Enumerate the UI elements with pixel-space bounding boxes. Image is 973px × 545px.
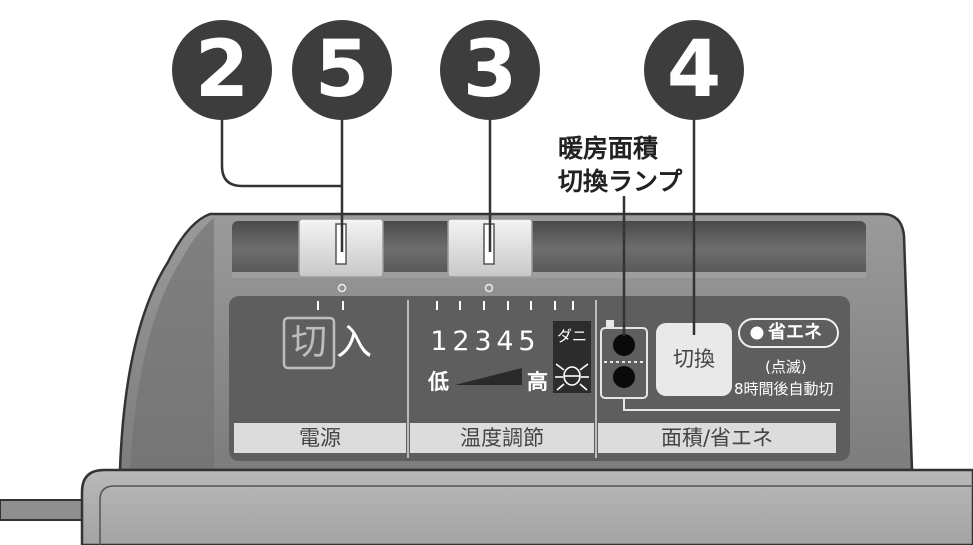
callout-3: 3 [440,20,540,120]
lamp-caption-line2: 切換ランプ [558,167,683,196]
blink-note: (点滅) [765,358,807,376]
callout-5: 5 [292,20,392,120]
power-cord [0,499,83,521]
area-lamp-top [613,334,635,356]
power-off-label: 切 [290,322,327,363]
area-switch-button[interactable] [656,323,732,396]
device-tray [80,468,973,545]
power-off-box [282,316,336,370]
eco-badge [738,318,839,348]
temperature-level-4: 4 [496,326,514,357]
auto-off-note: 8時間後自動切 [734,380,834,398]
mite-label: ダニ [556,327,587,345]
temperature-level-2: 2 [452,326,470,357]
callout-4: 4 [644,20,744,120]
area-lamp-caption: 暖房面積 切換ランプ [558,132,682,198]
mite-icon [555,363,589,391]
lamp-caption-line1: 暖房面積 [558,134,659,163]
temperature-level-5: 5 [518,326,536,357]
section-area-eco: 面積/省エネ [598,423,836,453]
eco-badge-label: 省エネ [768,322,822,343]
section-temperature: 温度調節 [410,423,594,453]
area-switch-label: 切換 [673,347,715,371]
temperature-high-label: 高 [527,370,548,394]
temperature-wedge [455,368,522,385]
temperature-level-3: 3 [474,326,492,357]
temperature-level-1: 1 [430,326,448,357]
leader-lines [220,118,696,336]
slider-slot [232,221,866,277]
section-power: 電源 [234,423,406,453]
area-lamp-bottom [613,366,635,388]
eco-indicator-icon [750,326,764,340]
temperature-low-label: 低 [428,370,449,394]
mite-icon-box [553,321,591,393]
power-on-label: 入 [336,322,373,363]
callout-2: 2 [172,20,272,120]
